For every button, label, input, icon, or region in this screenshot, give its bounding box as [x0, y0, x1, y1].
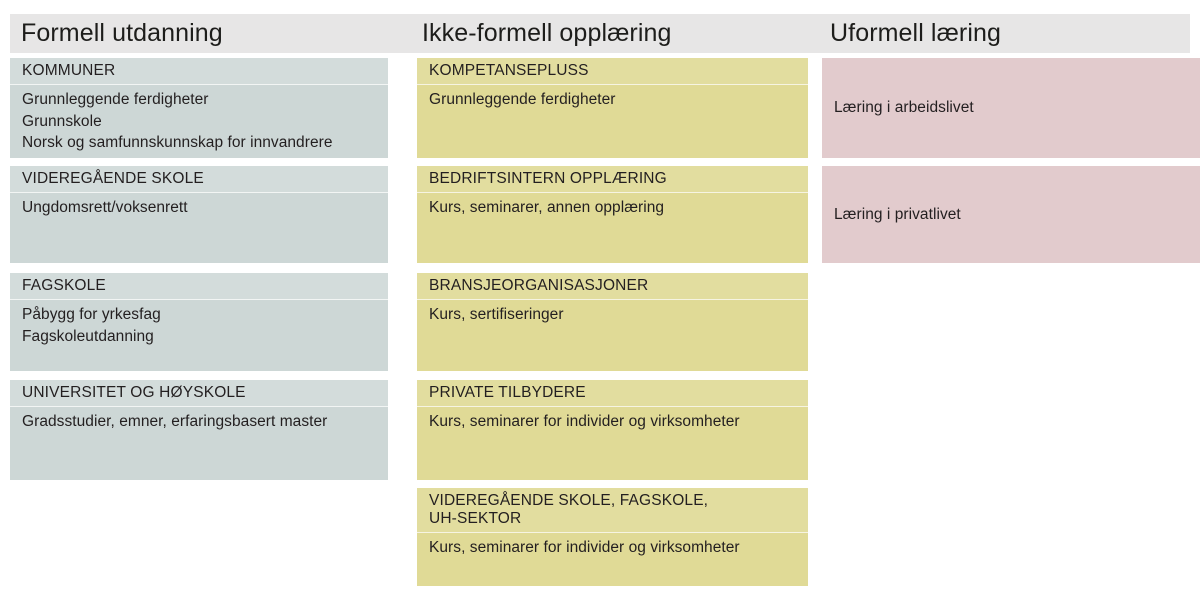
card-heading: KOMMUNER	[10, 58, 388, 84]
column-title-ikke-formell-opplaering: Ikke-formell opplæring	[422, 19, 672, 47]
card-line: Påbygg for yrkesfag	[22, 306, 161, 323]
card-laering-i-privatlivet[interactable]: Læring i privatlivet	[822, 166, 1200, 263]
card-body: Gradsstudier, emner, erfaringsbasert mas…	[10, 407, 388, 433]
card-heading: BEDRIFTSINTERN OPPLÆRING	[417, 166, 808, 192]
card-line: Kurs, seminarer, annen opplæring	[429, 199, 665, 216]
column-title-uformell-laering: Uformell læring	[830, 19, 1001, 47]
card-body: Læring i privatlivet	[822, 166, 1200, 263]
card-heading: VIDEREGÅENDE SKOLE, FAGSKOLE, UH-SEKTOR	[417, 488, 808, 532]
card-separator	[417, 532, 808, 533]
card-line: Gradsstudier, emner, erfaringsbasert mas…	[22, 413, 328, 430]
card-body: Kurs, sertifiseringer	[417, 300, 808, 326]
column-title-formell-utdanning: Formell utdanning	[21, 19, 223, 47]
card-laering-i-arbeidslivet[interactable]: Læring i arbeidslivet	[822, 58, 1200, 158]
card-body: Kurs, seminarer for individer og virksom…	[417, 407, 808, 433]
card-line: Læring i privatlivet	[834, 205, 961, 223]
card-bransjeorganisasjoner[interactable]: BRANSJEORGANISASJONER Kurs, sertifiserin…	[417, 273, 808, 371]
card-universitet-og-hoyskole[interactable]: UNIVERSITET OG HØYSKOLE Gradsstudier, em…	[10, 380, 388, 480]
card-separator	[10, 299, 388, 300]
card-body: Kurs, seminarer for individer og virksom…	[417, 533, 808, 559]
card-body: Læring i arbeidslivet	[822, 58, 1200, 158]
card-separator	[10, 192, 388, 193]
card-line: Læring i arbeidslivet	[834, 99, 974, 117]
card-body: Påbygg for yrkesfag Fagskoleutdanning	[10, 300, 388, 347]
card-kommuner[interactable]: KOMMUNER Grunnleggende ferdigheter Grunn…	[10, 58, 388, 158]
card-heading: PRIVATE TILBYDERE	[417, 380, 808, 406]
card-line: Grunnleggende ferdigheter	[429, 91, 616, 108]
card-heading: FAGSKOLE	[10, 273, 388, 299]
card-kompetansepluss[interactable]: KOMPETANSEPLUSS Grunnleggende ferdighete…	[417, 58, 808, 158]
card-line: Grunnleggende ferdigheter	[22, 91, 209, 108]
column-header-band: Formell utdanning Ikke-formell opplæring…	[10, 14, 1190, 53]
card-separator	[10, 406, 388, 407]
card-fagskole[interactable]: FAGSKOLE Påbygg for yrkesfag Fagskoleutd…	[10, 273, 388, 371]
card-heading: KOMPETANSEPLUSS	[417, 58, 808, 84]
card-separator	[417, 299, 808, 300]
card-videregaende-fagskole-uh-sektor[interactable]: VIDEREGÅENDE SKOLE, FAGSKOLE, UH-SEKTOR …	[417, 488, 808, 586]
card-body: Grunnleggende ferdigheter Grunnskole Nor…	[10, 85, 388, 154]
card-separator	[10, 84, 388, 85]
card-body: Grunnleggende ferdigheter	[417, 85, 808, 111]
card-heading: UNIVERSITET OG HØYSKOLE	[10, 380, 388, 406]
card-line: Kurs, seminarer for individer og virksom…	[429, 413, 740, 430]
card-heading: BRANSJEORGANISASJONER	[417, 273, 808, 299]
card-separator	[417, 192, 808, 193]
card-videregaende-skole[interactable]: VIDEREGÅENDE SKOLE Ungdomsrett/voksenret…	[10, 166, 388, 263]
card-line: Grunnskole	[22, 112, 102, 130]
card-line: Norsk og samfunnskunnskap for innvandrer…	[22, 134, 333, 151]
card-private-tilbydere[interactable]: PRIVATE TILBYDERE Kurs, seminarer for in…	[417, 380, 808, 480]
card-body: Kurs, seminarer, annen opplæring	[417, 193, 808, 219]
card-line: Ungdomsrett/voksenrett	[22, 199, 188, 216]
card-heading: VIDEREGÅENDE SKOLE	[10, 166, 388, 192]
card-line: Kurs, sertifiseringer	[429, 306, 564, 323]
card-body: Ungdomsrett/voksenrett	[10, 193, 388, 219]
card-separator	[417, 84, 808, 85]
card-bedriftsintern-opplaering[interactable]: BEDRIFTSINTERN OPPLÆRING Kurs, seminarer…	[417, 166, 808, 263]
card-line: Kurs, seminarer for individer og virksom…	[429, 539, 740, 556]
card-separator	[417, 406, 808, 407]
card-line: Fagskoleutdanning	[22, 327, 154, 345]
